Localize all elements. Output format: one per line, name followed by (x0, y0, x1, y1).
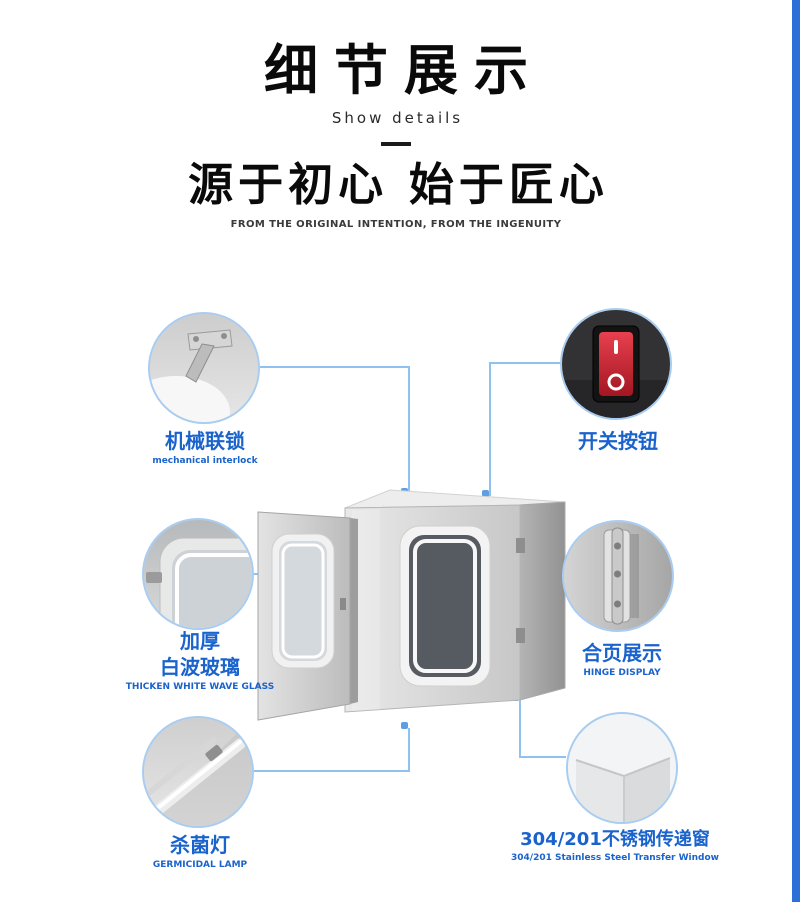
callout-cn: 机械联锁 (165, 429, 245, 453)
slogan-english: FROM THE ORIGINAL INTENTION, FROM THE IN… (230, 219, 562, 231)
callout-cn: 杀菌灯 (170, 833, 230, 857)
mechanical-interlock-photo (148, 312, 260, 424)
right-accent-bar (792, 0, 800, 902)
germicidal-lamp-photo (142, 716, 254, 828)
corner-illustration (568, 714, 676, 822)
callout-cn: 304/201不锈钢传递窗 (520, 829, 710, 850)
thick-glass-photo (142, 518, 254, 630)
door-window-glass (279, 541, 327, 661)
callout-en: THICKEN WHITE WAVE GLASS (125, 682, 275, 692)
header: 细节展示 Show details 源于初心 始于匠心 FROM THE ORI… (0, 0, 792, 231)
connector-line (519, 700, 521, 756)
hinge-photo (562, 520, 674, 632)
front-face-highlight (352, 509, 380, 711)
cabinet-hinge-mark (516, 538, 525, 553)
cabinet-hinge-mark (516, 628, 525, 643)
callout-label-switch-button: 开关按钮 (528, 428, 708, 456)
transfer-window-product-photo (257, 489, 566, 721)
connector-line (519, 756, 566, 758)
callout-label-hinge: 合页展示 HINGE DISPLAY (532, 640, 712, 678)
page-title: 细节展示 (264, 38, 544, 102)
connector-line (260, 366, 410, 368)
connector-line (489, 362, 560, 364)
title-divider (381, 141, 411, 146)
connector-line (408, 366, 410, 494)
interlock-illustration (150, 314, 258, 422)
lamp-illustration (144, 718, 252, 826)
front-window-glass (409, 535, 481, 677)
callout-cn-line2: 白波玻璃 (160, 655, 240, 679)
slogan: 源于初心 始于匠心 (188, 157, 609, 211)
front-window-led-edge (413, 539, 477, 673)
callout-label-transfer-window: 304/201不锈钢传递窗 304/201 Stainless Steel Tr… (492, 828, 738, 863)
callout-en: GERMICIDAL LAMP (152, 860, 248, 870)
connector-line (489, 362, 491, 496)
stainless-corner-photo (566, 712, 678, 824)
connector-line (254, 770, 410, 772)
door-latch (340, 598, 346, 610)
switch-illustration (562, 310, 670, 418)
page-subtitle: Show details (331, 108, 464, 127)
door-window-led-edge (281, 543, 325, 659)
hinge-illustration (564, 522, 672, 630)
connector-dot (401, 722, 408, 729)
connector-dot (482, 490, 489, 497)
callout-label-thick-glass: 加厚 白波玻璃 THICKEN WHITE WAVE GLASS (110, 628, 290, 692)
door-edge (350, 518, 358, 704)
callout-cn: 开关按钮 (578, 429, 658, 453)
callout-cn: 合页展示 (582, 641, 662, 665)
connector-line (408, 728, 410, 770)
switch-button-photo (560, 308, 672, 420)
callout-label-mechanical-interlock: 机械联锁 mechanical interlock (115, 428, 295, 466)
callout-en: 304/201 Stainless Steel Transfer Window (511, 853, 719, 864)
callout-en: HINGE DISPLAY (583, 668, 661, 678)
callout-en: mechanical interlock (152, 456, 258, 466)
callout-label-germicidal-lamp: 杀菌灯 GERMICIDAL LAMP (110, 832, 290, 870)
callout-cn: 加厚 (180, 629, 220, 653)
glass-illustration (144, 520, 252, 628)
